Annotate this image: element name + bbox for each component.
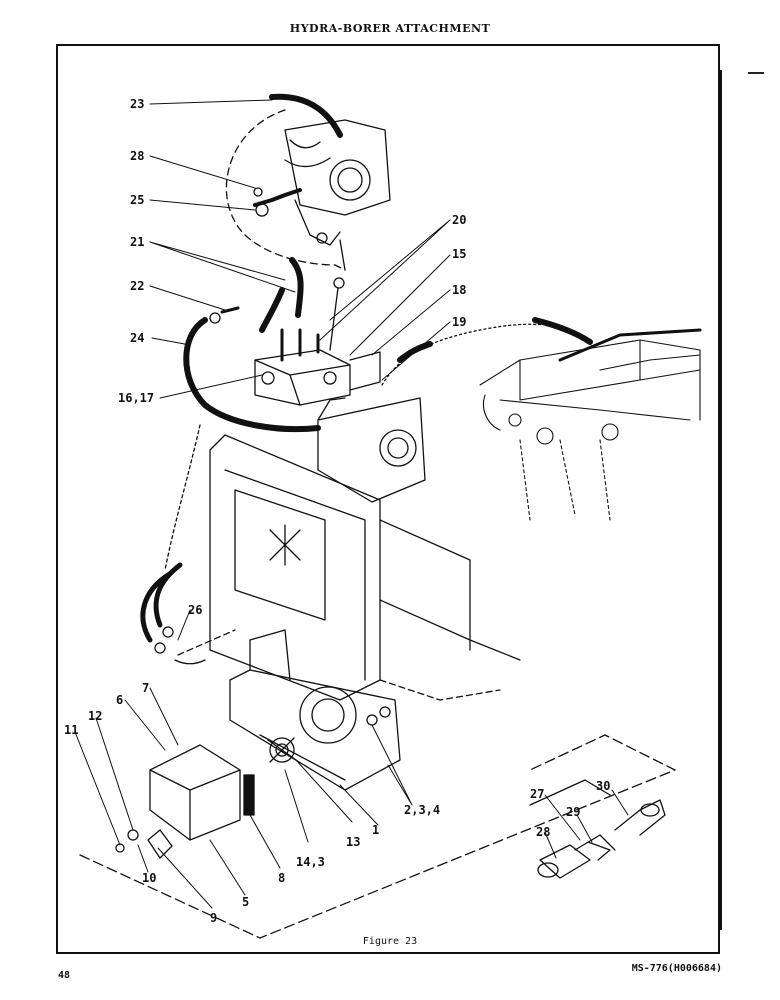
callout-27: 27 (530, 787, 545, 801)
mount-bracket (317, 397, 426, 503)
page-title: HYDRA-BORER ATTACHMENT (289, 22, 491, 35)
callout-22: 22 (130, 279, 145, 293)
figure-caption: Figure 23 (362, 936, 418, 947)
callout-16-17: 16,17 (118, 391, 155, 405)
frame-edge (718, 70, 722, 930)
callout-18: 18 (452, 283, 467, 297)
callout-11: 11 (64, 723, 79, 737)
page-number: 48 (58, 970, 71, 981)
callout-20: 20 (452, 213, 467, 227)
callout-13: 13 (346, 835, 361, 849)
callout-23: 23 (130, 97, 145, 111)
callout-28: 28 (130, 149, 145, 163)
document-code: MS-776(H006684) (631, 963, 722, 974)
callout-12: 12 (88, 709, 103, 723)
callout-30: 30 (596, 779, 611, 793)
hydraulic-motor (284, 119, 391, 271)
callout-6: 6 (116, 693, 124, 707)
control-valve (254, 328, 381, 406)
callout-21: 21 (130, 235, 145, 249)
callout-9: 9 (210, 911, 218, 925)
callout-25: 25 (130, 193, 145, 207)
callout-14-3: 14,3 (296, 855, 325, 869)
gearbox-housing (229, 629, 401, 791)
callout-28-ujoint: 28 (536, 825, 551, 839)
callout-10: 10 (142, 871, 157, 885)
callout-7: 7 (142, 681, 150, 695)
loader-frame (479, 328, 702, 521)
shaft-guard-cover (149, 744, 241, 841)
callout-19: 19 (452, 315, 467, 329)
callout-24: 24 (130, 331, 145, 345)
callout-2-3-4: 2,3,4 (404, 803, 441, 817)
callout-5: 5 (242, 895, 250, 909)
callout-8: 8 (278, 871, 286, 885)
edge-mark (748, 72, 764, 74)
callout-15: 15 (452, 247, 467, 261)
tractor-housing (209, 434, 521, 701)
callout-29: 29 (566, 805, 581, 819)
callout-26: 26 (188, 603, 203, 617)
callout-1: 1 (372, 823, 380, 837)
universal-joint (529, 779, 666, 879)
